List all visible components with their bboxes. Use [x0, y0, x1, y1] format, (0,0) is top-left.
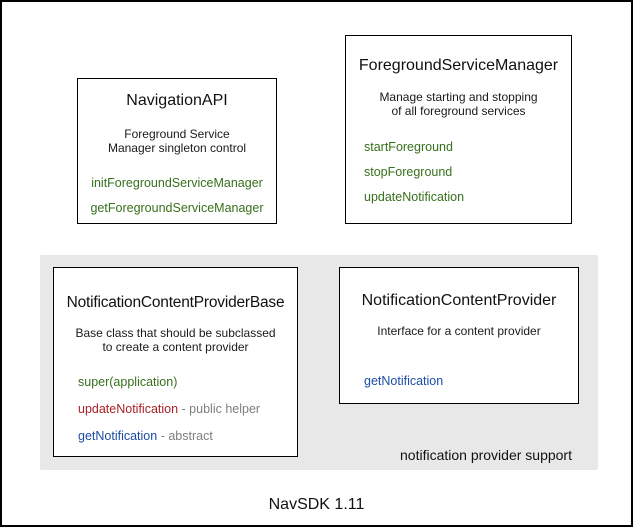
method-name: startForeground	[364, 140, 453, 154]
description-line: Base class that should be subclassed	[75, 326, 276, 340]
notification-content-provider-box: NotificationContentProvider Interface fo…	[339, 267, 579, 404]
panel-label: notification provider support	[400, 447, 572, 463]
foreground-service-manager-description: Manage starting and stopping of all fore…	[346, 90, 571, 118]
notification-content-provider-base-description: Base class that should be subclassed to …	[54, 326, 297, 354]
foreground-service-manager-box: ForegroundServiceManager Manage starting…	[345, 35, 572, 224]
method-name: getNotification	[78, 429, 158, 443]
method-stopForeground: stopForeground	[364, 165, 571, 180]
method-name: initForegroundServiceManager	[91, 176, 263, 190]
method-name: getForegroundServiceManager	[90, 201, 264, 215]
method-note: - abstract	[157, 429, 213, 443]
navigation-api-title: NavigationAPI	[126, 92, 228, 109]
method-startForeground: startForeground	[364, 140, 571, 155]
navigation-api-description: Foreground Service Manager singleton con…	[78, 127, 276, 155]
foreground-service-manager-title: ForegroundServiceManager	[358, 57, 559, 74]
description-line: Manage starting and stopping	[379, 90, 538, 104]
method-getNotification: getNotification	[364, 374, 578, 389]
description-line: Foreground Service	[124, 127, 230, 141]
navigation-api-box: NavigationAPI Foreground Service Manager…	[77, 78, 277, 224]
navigation-api-methods: initForegroundServiceManager getForegrou…	[78, 176, 276, 216]
method-getNotification-abstract: getNotification - abstract	[78, 429, 297, 444]
notification-provider-support-panel: NotificationContentProviderBase Base cla…	[40, 255, 598, 470]
notification-content-provider-description: Interface for a content provider	[340, 324, 578, 338]
method-super-application: super(application)	[78, 375, 297, 390]
method-updateNotification-helper: updateNotification - public helper	[78, 402, 297, 417]
sdk-version-label: NavSDK 1.11	[268, 496, 365, 513]
method-name: updateNotification	[364, 190, 465, 204]
notification-content-provider-title: NotificationContentProvider	[361, 292, 557, 309]
notification-content-provider-base-title: NotificationContentProviderBase	[66, 294, 285, 311]
description-line: Interface for a content provider	[377, 324, 541, 338]
description-line: to create a content provider	[102, 340, 249, 354]
method-name: updateNotification	[78, 402, 179, 416]
method-initForegroundServiceManager: initForegroundServiceManager	[78, 176, 276, 191]
notification-content-provider-methods: getNotification	[340, 374, 578, 389]
method-updateNotification: updateNotification	[364, 190, 571, 205]
method-name: getNotification	[364, 374, 444, 388]
method-getForegroundServiceManager: getForegroundServiceManager	[78, 201, 276, 216]
notification-content-provider-base-methods: super(application) updateNotification - …	[54, 375, 297, 444]
description-line: of all foreground services	[391, 104, 526, 118]
foreground-service-manager-methods: startForeground stopForeground updateNot…	[346, 140, 571, 205]
method-name: super(application)	[78, 375, 178, 389]
method-note: - public helper	[178, 402, 261, 416]
method-name: stopForeground	[364, 165, 453, 179]
notification-content-provider-base-box: NotificationContentProviderBase Base cla…	[53, 267, 298, 457]
description-line: Manager singleton control	[107, 141, 247, 155]
